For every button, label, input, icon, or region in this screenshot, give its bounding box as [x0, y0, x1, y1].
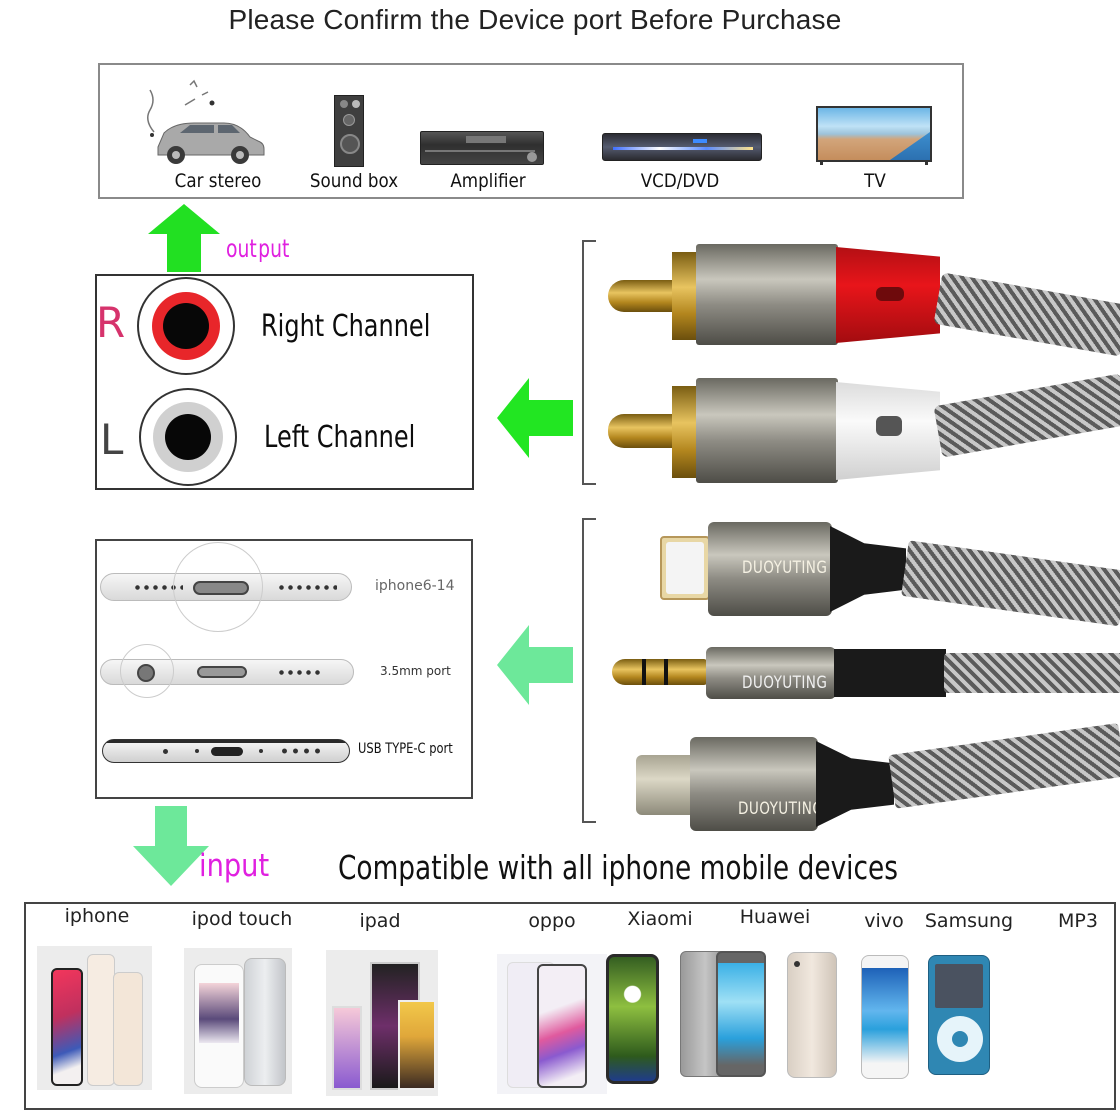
output-devices-panel: [98, 63, 964, 199]
device-label: vivo: [864, 910, 904, 932]
ipod-touch-image: [184, 948, 292, 1094]
left-letter: L: [100, 415, 124, 464]
oppo-image: [497, 954, 607, 1094]
xiaomi-image: [606, 954, 659, 1084]
right-letter: R: [96, 298, 126, 347]
right-channel-label: Right Channel: [261, 309, 431, 344]
port-label: 3.5mm port: [380, 664, 451, 678]
compatibility-heading: Compatible with all iphone mobile device…: [338, 848, 899, 887]
brand-label: DUOYUTING: [742, 558, 828, 578]
device-label: ipod touch: [191, 908, 293, 930]
output-label: out put: [226, 234, 290, 263]
page-title: Please Confirm the Device port Before Pu…: [228, 4, 842, 35]
port-label: iphone6-14: [375, 578, 455, 594]
left-channel-label: Left Channel: [264, 420, 416, 455]
device-label: Samsung: [924, 910, 1014, 932]
amplifier-icon: [420, 131, 544, 165]
right-channel-jack: [137, 277, 235, 375]
lightning-plug: DUOYUTING: [630, 518, 1120, 627]
output-arrow-icon: [147, 204, 221, 277]
rca-bracket: [582, 240, 596, 485]
dvd-player-icon: [602, 133, 762, 161]
mp3-player-image: [928, 955, 990, 1075]
ipad-image: [326, 950, 438, 1096]
compatible-devices-panel: [24, 902, 1116, 1110]
left-arrow-icon: [497, 625, 575, 710]
usb-c-port-icon: [102, 739, 350, 763]
car-icon: [140, 75, 270, 170]
rca-jack-panel: [95, 274, 474, 490]
tv-stand: [820, 162, 928, 165]
input-bracket: [582, 518, 596, 823]
usb-c-plug: DUOYUTING: [634, 722, 1120, 835]
rca-cable-white: [608, 373, 1120, 488]
magnifier-circle: [120, 644, 174, 698]
device-label: ipad: [359, 910, 401, 932]
device-label: oppo: [528, 910, 576, 932]
port-label: USB TYPE-C port: [358, 741, 453, 757]
samsung-image: [861, 955, 909, 1079]
input-arrow-icon: [131, 806, 211, 891]
vivo-image: [787, 952, 837, 1078]
device-label: TV: [864, 170, 886, 192]
iphone-image: [37, 946, 152, 1090]
device-label: MP3: [1058, 910, 1098, 932]
device-label: Car stereo: [174, 170, 262, 192]
phone-ports-panel: [95, 539, 473, 799]
aux-plug: DUOYUTING: [612, 645, 1120, 705]
device-label: Huawei: [739, 906, 811, 928]
speaker-icon: [334, 95, 364, 167]
left-channel-jack: [139, 388, 237, 486]
tv-icon: [816, 106, 932, 162]
brand-label: DUOYUTING: [742, 673, 828, 693]
device-label: Sound box: [309, 170, 399, 192]
huawei-image: [716, 951, 766, 1077]
left-arrow-icon: [497, 378, 575, 463]
device-label: Amplifier: [450, 170, 526, 192]
brand-label: DUOYUTING: [738, 799, 824, 819]
device-label: Xiaomi: [627, 908, 693, 930]
device-label: iphone: [64, 905, 130, 927]
input-label: input: [199, 848, 270, 884]
device-label: VCD/DVD: [640, 170, 720, 192]
rca-cable-red: [608, 242, 1120, 357]
magnifier-circle: [173, 542, 263, 632]
